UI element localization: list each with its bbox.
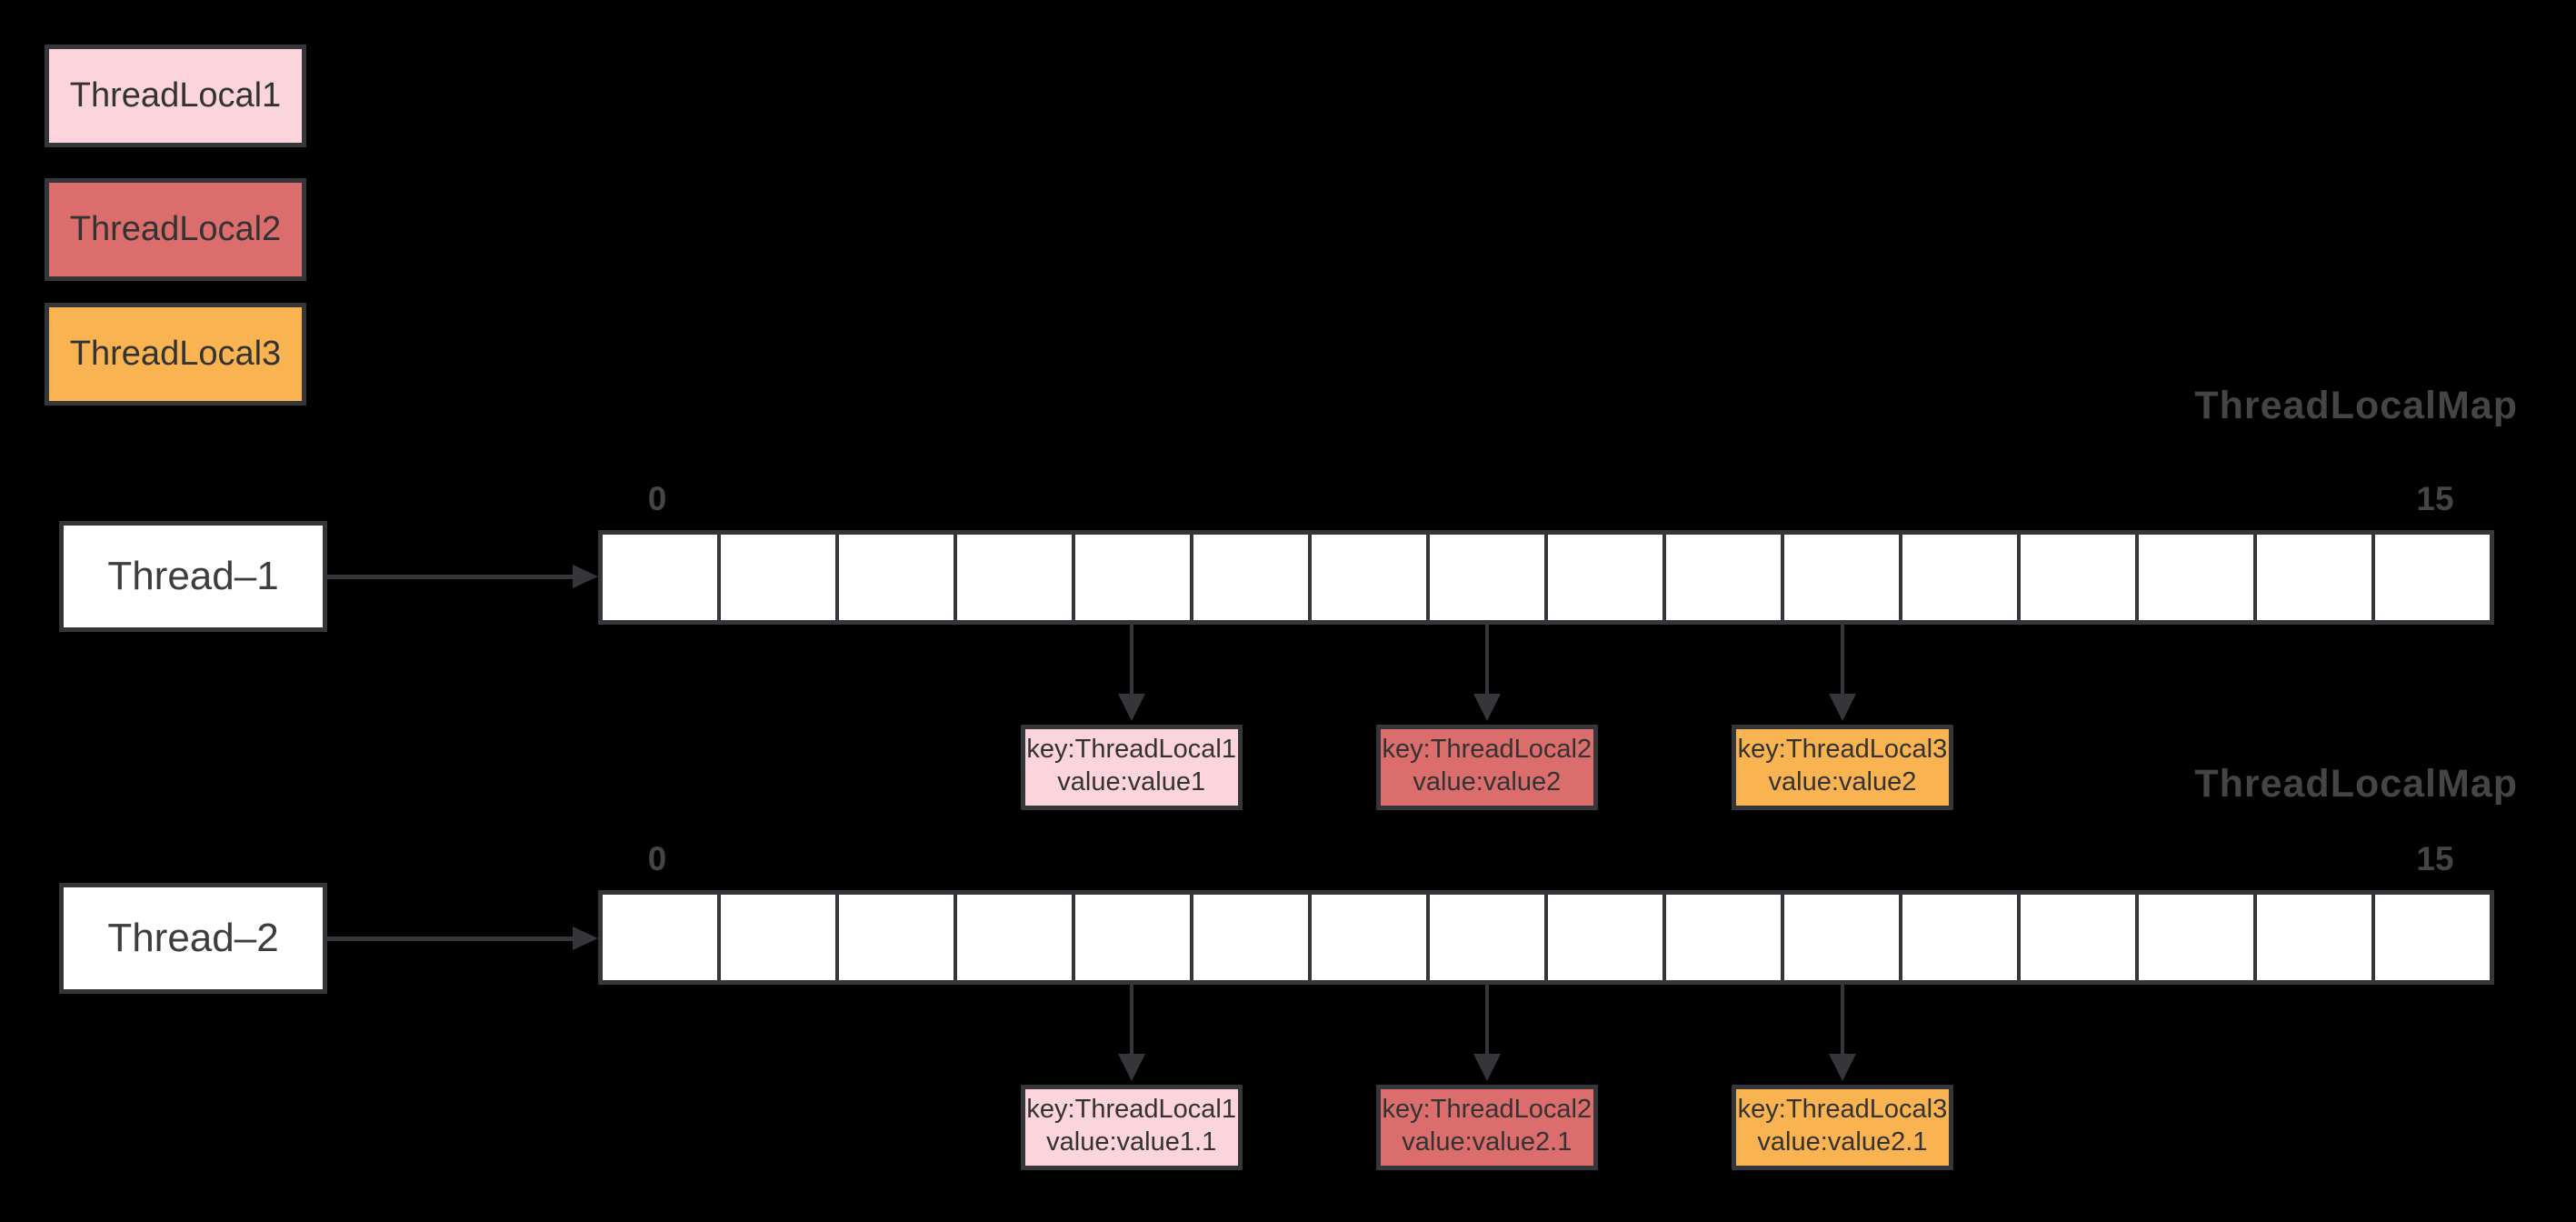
entry-value-label: value:value2.1	[1402, 1127, 1573, 1157]
entry-key-label: key:ThreadLocal1	[1026, 1095, 1236, 1124]
arrow-right-icon	[573, 927, 598, 950]
legend-item-label: ThreadLocal3	[69, 335, 282, 373]
array-slot	[2135, 535, 2253, 620]
array-slot	[954, 895, 1072, 980]
thread-2-to-array-arrow	[327, 937, 579, 941]
arrow-down-icon	[1473, 625, 1501, 721]
entry-key-label: key:ThreadLocal2	[1382, 1095, 1593, 1124]
entry-box-threadlocal2: key:ThreadLocal2 value:value2.1	[1375, 1085, 1598, 1170]
entry-key-label: key:ThreadLocal3	[1737, 735, 1948, 764]
thread-1-label: Thread–1	[107, 554, 279, 598]
array-slot	[2017, 895, 2135, 980]
array-slot	[1662, 535, 1781, 620]
array-slot	[1662, 895, 1781, 980]
array-slot	[1544, 895, 1662, 980]
entry-value-label: value:value2	[1413, 767, 1562, 796]
array-slot	[835, 895, 954, 980]
legend-item-threadlocal3: ThreadLocal3	[45, 303, 306, 406]
arrow-down-icon	[1828, 985, 1856, 1081]
array-slot	[1190, 895, 1308, 980]
array-slot	[603, 535, 717, 620]
array-slot	[2135, 895, 2253, 980]
array-slot	[1308, 535, 1426, 620]
array-slot	[1899, 895, 2017, 980]
array-slot	[954, 535, 1072, 620]
thread-1-box: Thread–1	[59, 521, 327, 632]
thread-2-slot-array	[598, 890, 2494, 985]
arrow-down-icon	[1117, 985, 1145, 1081]
arrow-down-icon	[1117, 625, 1145, 721]
thread-2-label: Thread–2	[107, 916, 279, 960]
array-slot	[1899, 535, 2017, 620]
entry-value-label: value:value1.1	[1046, 1127, 1217, 1157]
threadlocalmap-title-1: ThreadLocalMap	[2194, 384, 2518, 427]
array-slot	[1190, 535, 1308, 620]
threadlocalmap-title-2: ThreadLocalMap	[2194, 762, 2518, 806]
array-slot	[835, 535, 954, 620]
thread-1-to-array-arrow	[327, 575, 579, 579]
arrow-down-icon	[1828, 625, 1856, 721]
array-slot	[603, 895, 717, 980]
array-2-index-15: 15	[2416, 840, 2454, 877]
arrow-right-icon	[573, 565, 598, 588]
entry-box-threadlocal1: key:ThreadLocal1 value:value1.1	[1020, 1085, 1243, 1170]
array-slot	[2371, 535, 2490, 620]
array-slot	[2253, 535, 2371, 620]
array-slot	[2253, 895, 2371, 980]
array-slot	[2371, 895, 2490, 980]
legend-item-label: ThreadLocal2	[69, 210, 282, 248]
array-slot	[717, 535, 835, 620]
entry-box-threadlocal3: key:ThreadLocal3 value:value2	[1731, 725, 1953, 810]
array-slot	[1072, 535, 1190, 620]
arrow-down-icon	[1473, 985, 1501, 1081]
thread-2-box: Thread–2	[59, 883, 327, 994]
legend-item-label: ThreadLocal1	[69, 76, 282, 115]
array-slot	[1426, 535, 1544, 620]
legend-item-threadlocal2: ThreadLocal2	[45, 178, 306, 281]
array-slot	[1426, 895, 1544, 980]
array-1-index-0: 0	[647, 480, 667, 517]
entry-key-label: key:ThreadLocal3	[1737, 1095, 1948, 1124]
entry-box-threadlocal1: key:ThreadLocal1 value:value1	[1020, 725, 1243, 810]
entry-value-label: value:value2	[1768, 767, 1917, 796]
array-slot	[2017, 535, 2135, 620]
entry-box-threadlocal3: key:ThreadLocal3 value:value2.1	[1731, 1085, 1953, 1170]
thread-1-slot-array	[598, 530, 2494, 625]
entry-value-label: value:value1	[1057, 767, 1206, 796]
entry-key-label: key:ThreadLocal2	[1382, 735, 1593, 764]
entry-key-label: key:ThreadLocal1	[1026, 735, 1236, 764]
entry-box-threadlocal2: key:ThreadLocal2 value:value2	[1375, 725, 1598, 810]
array-2-index-0: 0	[647, 840, 667, 877]
array-slot	[1781, 535, 1899, 620]
array-1-index-15: 15	[2416, 480, 2454, 517]
array-slot	[1308, 895, 1426, 980]
array-slot	[1781, 895, 1899, 980]
array-slot	[1544, 535, 1662, 620]
array-slot	[1072, 895, 1190, 980]
legend-item-threadlocal1: ThreadLocal1	[45, 45, 306, 147]
entry-value-label: value:value2.1	[1757, 1127, 1928, 1157]
array-slot	[717, 895, 835, 980]
